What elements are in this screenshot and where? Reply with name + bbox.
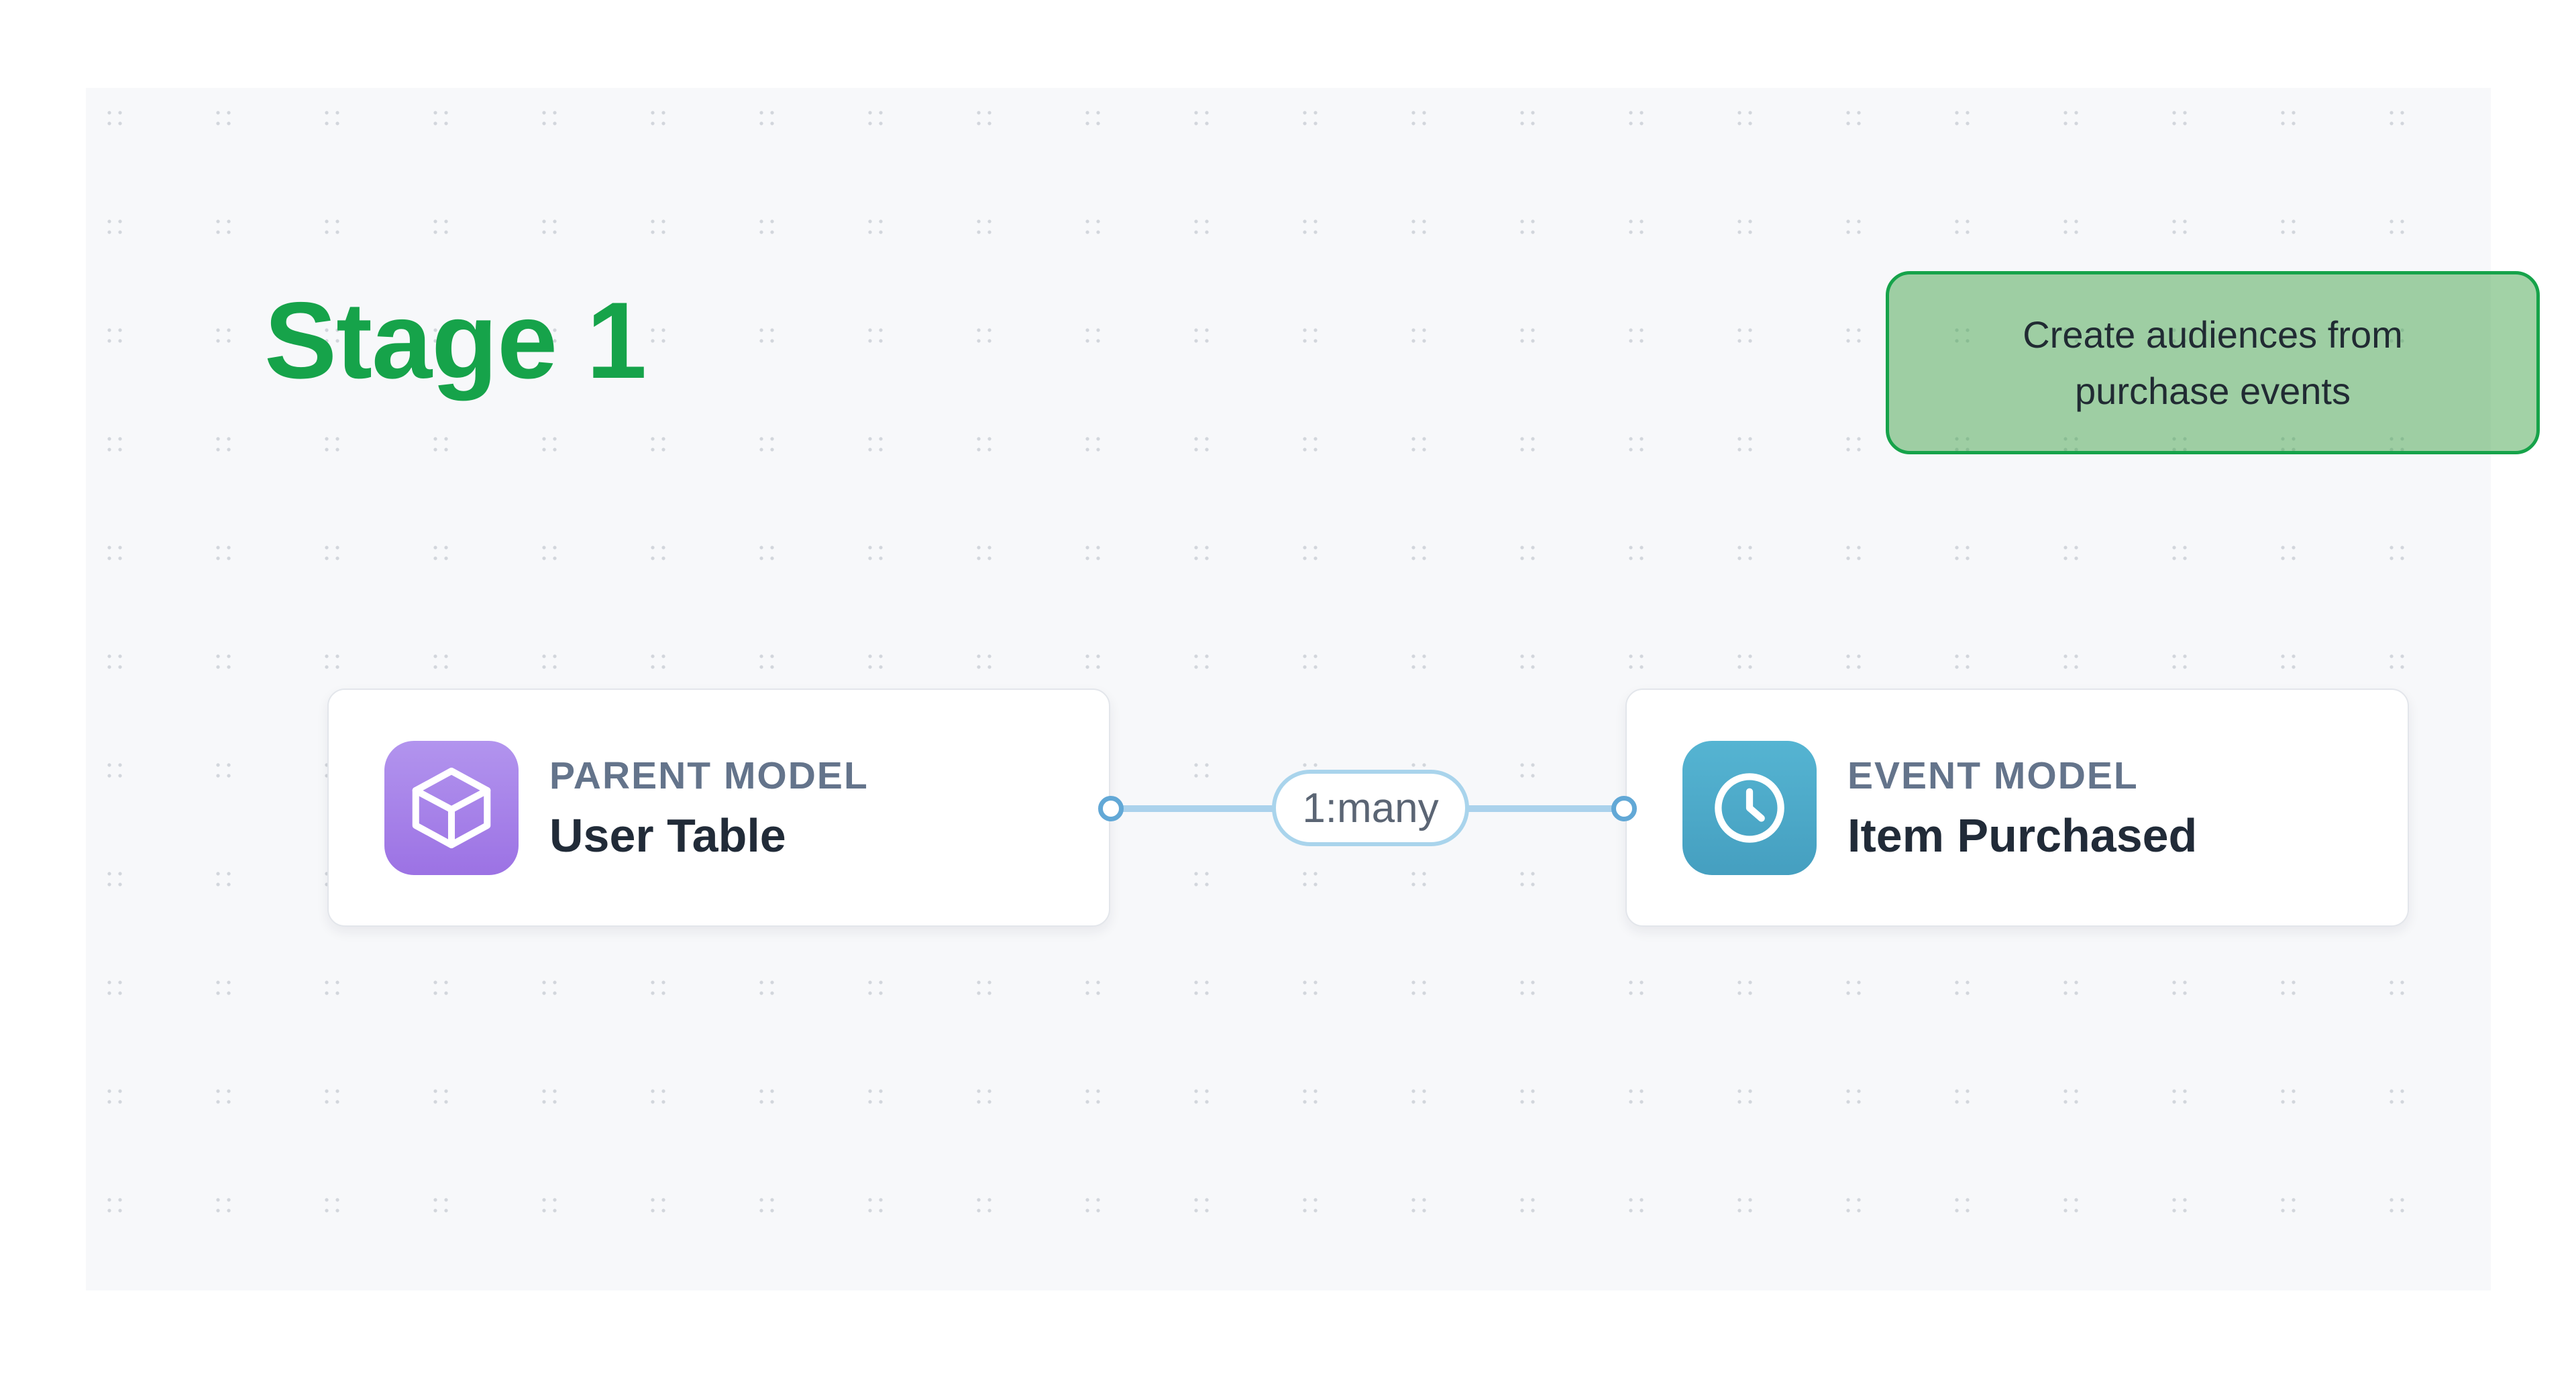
node-title: User Table [549,809,786,862]
stage-title: Stage 1 [264,280,647,401]
annotation-line-2: purchase events [2075,369,2351,412]
relationship-label-pill[interactable]: 1:many [1272,770,1469,846]
edge-endpoint-right[interactable] [1611,796,1637,821]
node-type-label: EVENT MODEL [1847,754,2139,797]
event-model-text: EVENT MODEL Item Purchased [1847,754,2197,862]
node-card-parent-model[interactable]: PARENT MODEL User Table [327,689,1110,927]
relationship-label: 1:many [1302,784,1439,831]
parent-model-icon-tile [384,740,519,875]
clock-icon [1715,772,1784,843]
event-model-icon-tile [1682,740,1817,875]
annotation-note[interactable]: Create audiences from purchase events [1886,271,2540,454]
edge-endpoint-left[interactable] [1098,796,1124,821]
cube-icon [412,767,491,848]
flow-canvas[interactable]: Stage 1 Create audiences from purchase e… [86,88,2540,1290]
node-card-event-model[interactable]: EVENT MODEL Item Purchased [1625,689,2409,927]
node-type-label: PARENT MODEL [549,754,869,797]
node-title: Item Purchased [1847,809,2198,862]
annotation-line-1: Create audiences from [2023,313,2403,356]
parent-model-text: PARENT MODEL User Table [549,754,869,862]
